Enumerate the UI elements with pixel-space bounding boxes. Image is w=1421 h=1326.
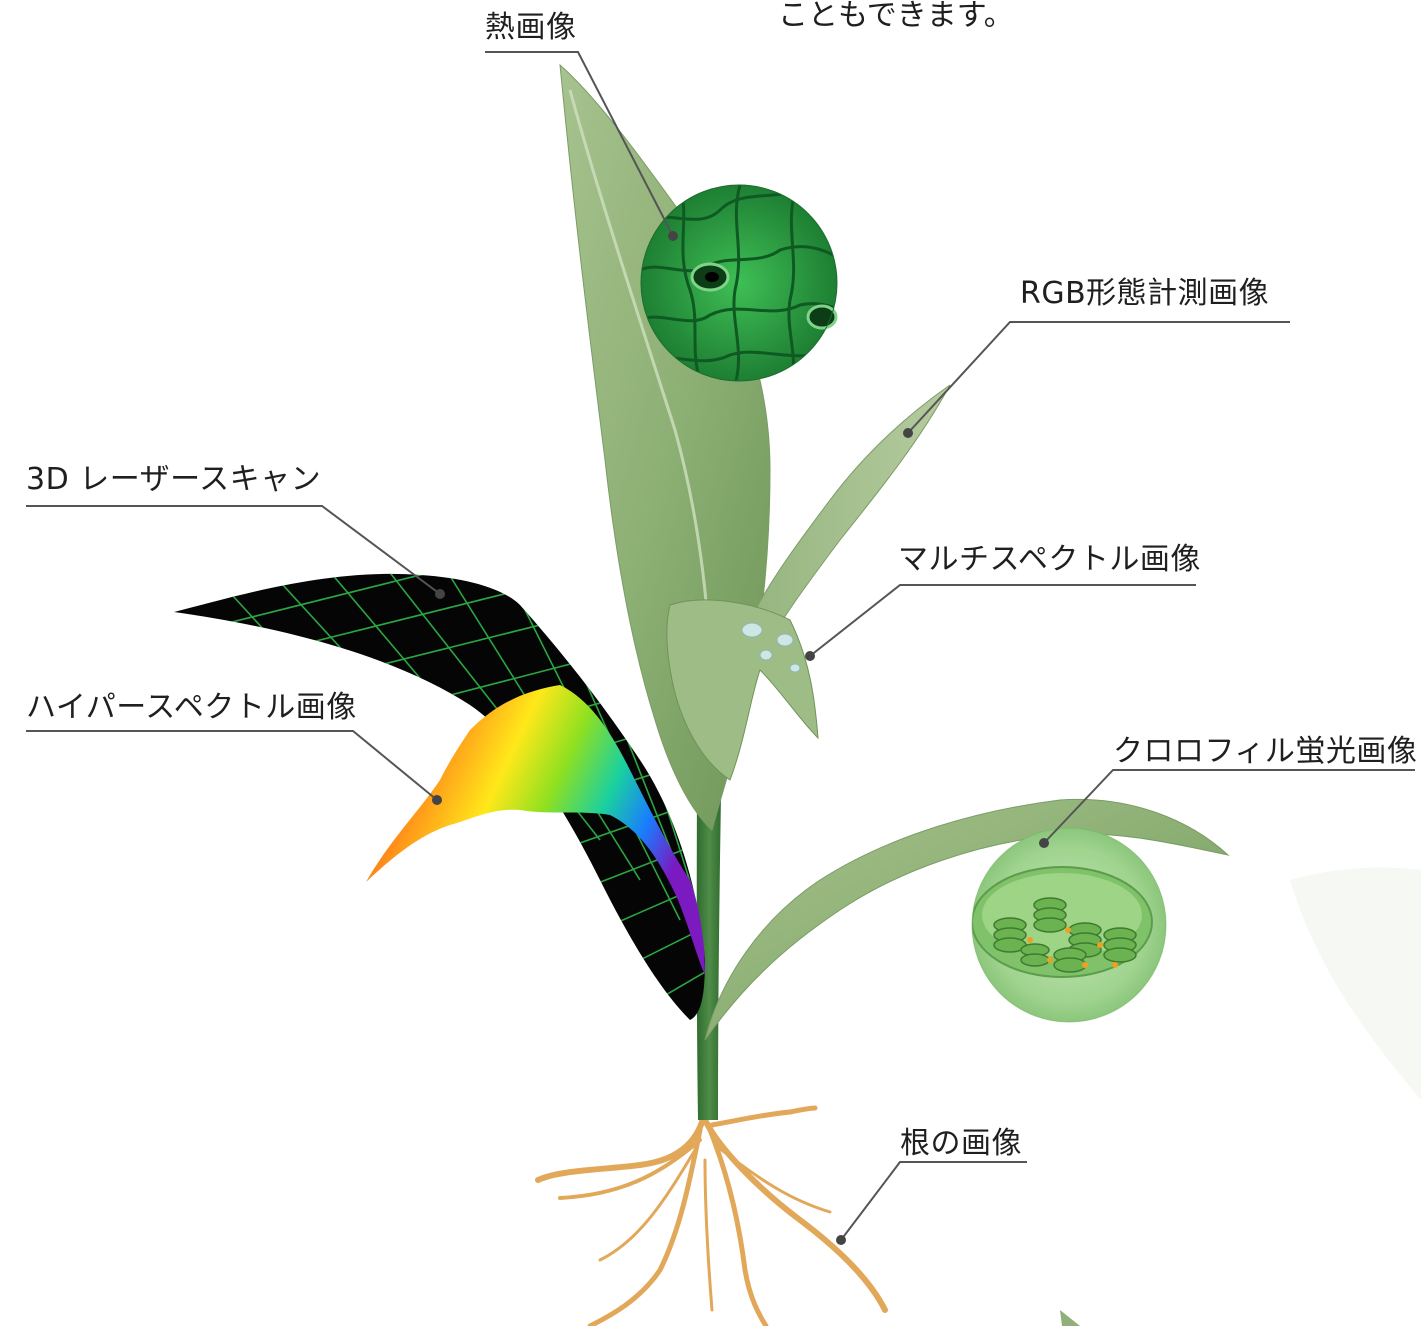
rgb-dot — [903, 428, 913, 438]
hyperspectral-dot — [432, 795, 442, 805]
chloroplast-inset — [972, 828, 1166, 1022]
label-laser3d: 3D レーザースキャン — [26, 462, 321, 498]
root-dot — [836, 1235, 846, 1245]
label-hyperspectral: ハイパースペクトル画像 — [26, 690, 357, 726]
label-rgb: RGB形態計測画像 — [1020, 276, 1269, 312]
background-leaf-tip — [1060, 1310, 1080, 1326]
laser-dot — [435, 589, 445, 599]
intro-text-tail: こともできます。 — [778, 0, 1014, 34]
thermal-dot — [668, 231, 678, 241]
label-chlorophyll: クロロフィル蛍光画像 — [1113, 734, 1417, 770]
label-root: 根の画像 — [900, 1126, 1022, 1162]
background-shape — [1290, 868, 1421, 1101]
hyperspectral-leader — [26, 731, 437, 800]
root-leader — [841, 1162, 1027, 1240]
multispectral-leader — [810, 585, 1196, 656]
label-thermal: 熱画像 — [485, 10, 577, 46]
multispectral-dot — [805, 651, 815, 661]
rgb-leader — [908, 322, 1290, 433]
label-multispectral: マルチスペクトル画像 — [898, 542, 1201, 578]
chloroplast-structure — [972, 867, 1152, 977]
chlorophyll-dot — [1039, 838, 1049, 848]
roots — [538, 1108, 885, 1326]
